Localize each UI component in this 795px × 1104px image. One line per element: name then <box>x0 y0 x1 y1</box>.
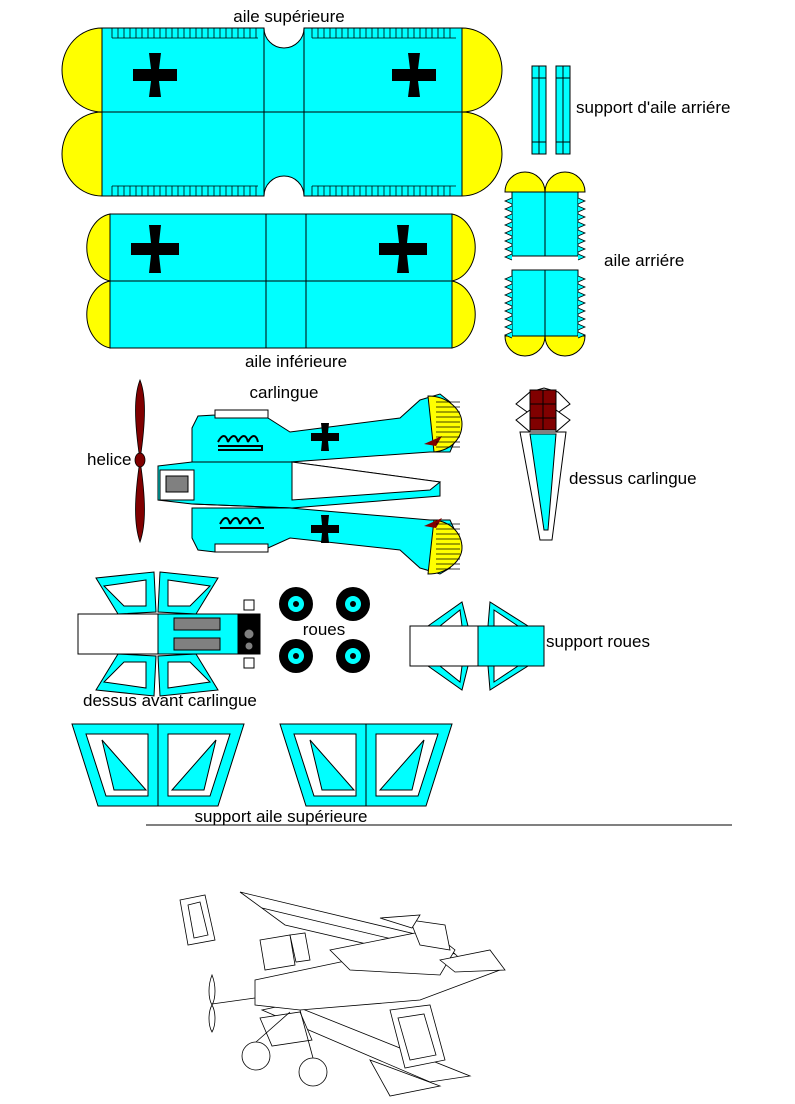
label-fuselage-top: dessus carlingue <box>569 469 697 488</box>
aircraft-assembly-sketch <box>179 891 506 1097</box>
label-wheel-support: support roues <box>546 632 650 651</box>
label-upper-wing-support: support aile supérieure <box>194 807 368 826</box>
exhaust-pipe-icon <box>219 517 264 529</box>
strut-frame <box>71 723 245 807</box>
upper-wing-part <box>61 27 503 197</box>
propeller-icon <box>134 378 146 544</box>
strut-frame <box>279 723 453 807</box>
upper-wing-support-part <box>71 723 453 807</box>
label-rear-wing: aile arriére <box>604 251 685 270</box>
iron-cross-icon <box>133 53 177 97</box>
front-fuselage-top-part <box>77 571 261 697</box>
label-front-fuselage-top: dessus avant carlingue <box>83 691 257 710</box>
wheel-icon <box>279 587 313 621</box>
iron-cross-icon <box>379 225 427 273</box>
tail-skid <box>424 436 442 528</box>
iron-cross-icon <box>131 225 179 273</box>
wheel-icon <box>336 639 370 673</box>
label-upper-wing: aile supérieure <box>233 7 345 26</box>
label-lower-wing: aile inférieure <box>244 352 348 371</box>
rear-wing-part <box>503 171 587 357</box>
label-rear-wing-support: support d'aile arriére <box>576 98 731 117</box>
label-fuselage: carlingue <box>249 383 319 402</box>
wheel-icon <box>279 639 313 673</box>
wheels-group <box>279 587 370 673</box>
wheel-icon <box>336 587 370 621</box>
fuselage-top-part <box>515 387 571 541</box>
fuselage-part <box>157 393 463 575</box>
tail-ribs <box>436 401 460 570</box>
lower-wing-part <box>86 213 476 349</box>
label-wheels: roues <box>302 620 346 639</box>
exhaust-pipe-icon <box>217 435 263 451</box>
iron-cross-icon <box>311 515 339 543</box>
wheel-support-part <box>409 601 545 691</box>
iron-cross-icon <box>392 53 436 97</box>
label-propeller: helice <box>87 450 132 469</box>
iron-cross-icon <box>311 423 339 451</box>
rear-wing-support-part <box>531 65 571 155</box>
